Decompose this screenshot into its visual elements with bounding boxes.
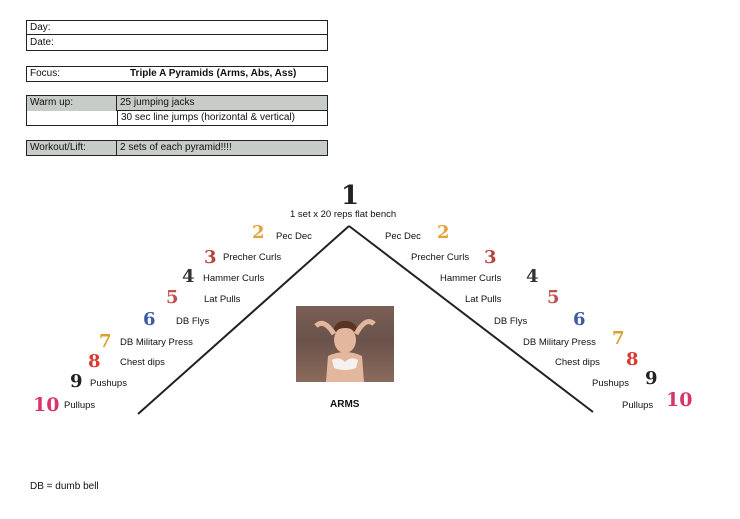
left-step-label-8: Chest dips	[120, 357, 165, 368]
left-step-number-7: 7	[99, 331, 112, 352]
date-label: Date:	[30, 37, 54, 48]
right-step-number-5: 5	[547, 287, 560, 308]
right-step-label-5: Lat Pulls	[465, 294, 502, 305]
left-step-number-5: 5	[166, 287, 179, 308]
warmup-label: Warm up:	[27, 96, 117, 111]
right-step-number-9: 9	[645, 368, 658, 389]
day-label: Day:	[30, 22, 51, 33]
left-step-label-9: Pushups	[90, 378, 127, 389]
right-step-number-4: 4	[526, 266, 539, 287]
left-step-number-4: 4	[182, 266, 195, 287]
warmup-item-1: 25 jumping jacks	[117, 96, 327, 111]
left-step-number-3: 3	[204, 247, 217, 268]
right-step-label-7: DB Military Press	[523, 337, 596, 348]
left-step-label-7: DB Military Press	[120, 337, 193, 348]
model-photo	[296, 306, 394, 382]
pyramid-right-edge	[348, 225, 594, 413]
workout-box: Workout/Lift: 2 sets of each pyramid!!!!	[26, 140, 328, 156]
pyramid-left-edge	[137, 225, 350, 415]
focus-value: Triple A Pyramids (Arms, Abs, Ass)	[130, 68, 297, 79]
right-step-number-7: 7	[612, 328, 625, 349]
left-step-number-8: 8	[88, 351, 101, 372]
right-step-number-2: 2	[437, 222, 450, 243]
pyramid-caption: ARMS	[330, 399, 360, 410]
focus-label: Focus:	[30, 68, 61, 79]
right-step-label-2: Pec Dec	[385, 231, 421, 242]
warmup-box: Warm up: 25 jumping jacks 30 sec line ju…	[26, 95, 328, 126]
right-step-label-6: DB Flys	[494, 316, 528, 327]
workout-value: 2 sets of each pyramid!!!!	[120, 142, 232, 153]
footnote: DB = dumb bell	[30, 481, 99, 492]
right-step-label-4: Hammer Curls	[440, 273, 502, 284]
left-step-label-2: Pec Dec	[276, 231, 312, 242]
right-step-number-8: 8	[626, 349, 639, 370]
right-step-number-10: 10	[666, 389, 693, 411]
left-step-label-6: DB Flys	[176, 316, 210, 327]
day-date-box: Day: Date:	[26, 20, 328, 51]
focus-box: Focus: Triple A Pyramids (Arms, Abs, Ass…	[26, 66, 328, 82]
day-row: Day:	[27, 21, 327, 35]
right-step-label-9: Pushups	[592, 378, 629, 389]
right-step-label-10: Pullups	[622, 400, 654, 411]
left-step-number-2: 2	[252, 222, 265, 243]
apex-label: 1 set x 20 reps flat bench	[290, 209, 397, 220]
left-step-label-10: Pullups	[64, 400, 96, 411]
right-step-number-3: 3	[484, 247, 497, 268]
apex-number: 1	[341, 181, 360, 211]
left-step-label-4: Hammer Curls	[203, 273, 265, 284]
left-step-number-9: 9	[70, 371, 83, 392]
right-step-label-8: Chest dips	[555, 357, 600, 368]
right-step-label-3: Precher Curls	[411, 252, 470, 263]
left-step-number-10: 10	[33, 394, 60, 416]
left-step-label-5: Lat Pulls	[204, 294, 241, 305]
left-step-label-3: Precher Curls	[223, 252, 282, 263]
right-step-number-6: 6	[573, 309, 586, 330]
warmup-item-2: 30 sec line jumps (horizontal & vertical…	[117, 111, 327, 125]
left-step-number-6: 6	[143, 309, 156, 330]
date-row: Date:	[27, 36, 327, 50]
workout-label: Workout/Lift:	[27, 141, 117, 155]
